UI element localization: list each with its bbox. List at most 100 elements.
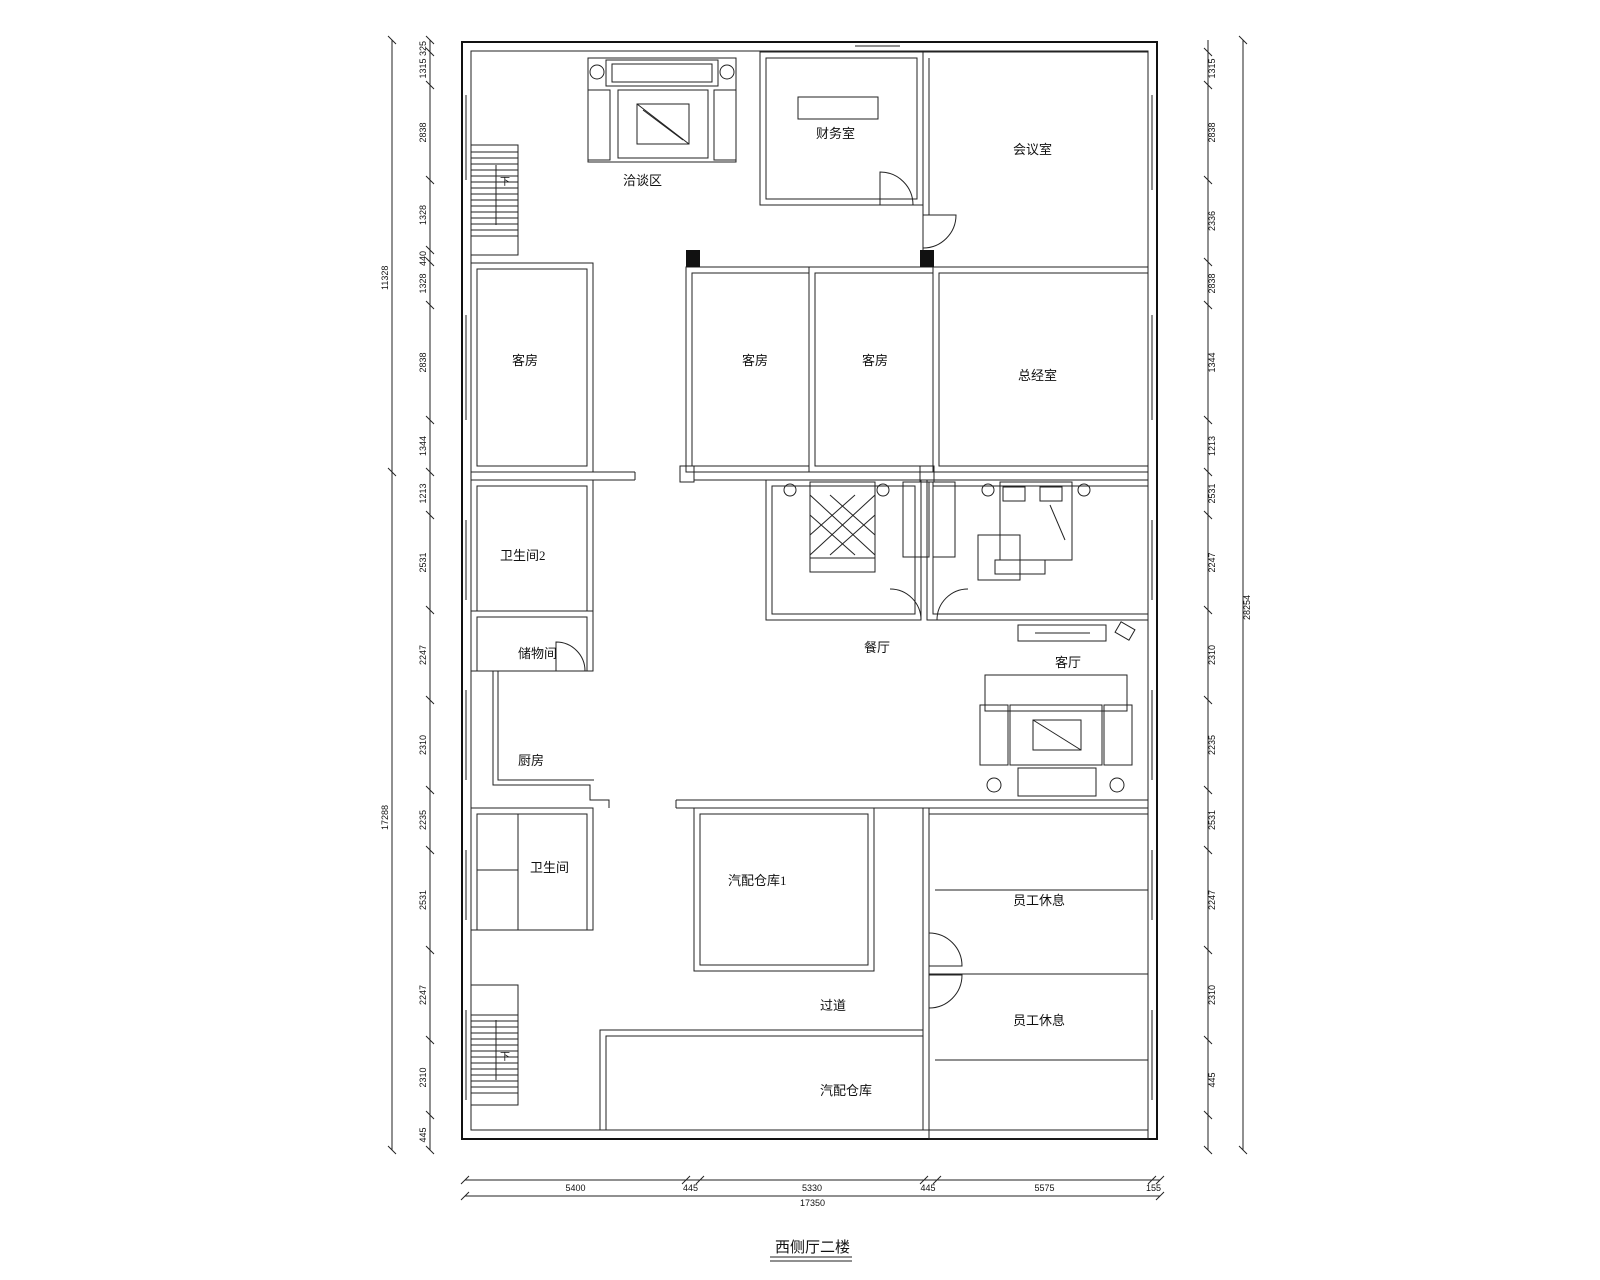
dim-right-inner-7: 2531 xyxy=(1207,483,1217,503)
dim-left-inner-5: 440 xyxy=(418,251,428,266)
dim-left-inner-14: 2531 xyxy=(418,890,428,910)
dim-right-inner-8: 2247 xyxy=(1207,552,1217,572)
label-finance: 财务室 xyxy=(816,126,855,141)
dim-tick xyxy=(681,1175,691,1185)
dim-tick xyxy=(1203,510,1213,520)
dimension-lines xyxy=(387,35,1248,1201)
dim-tick xyxy=(425,35,435,45)
label-guest-b: 客房 xyxy=(742,353,768,368)
label-stair-top: 下 xyxy=(500,177,510,188)
dim-right-inner-14: 445 xyxy=(1207,1072,1217,1087)
dim-tick xyxy=(425,605,435,615)
dim-tick xyxy=(1203,467,1213,477)
sofa-set-reception xyxy=(587,57,737,163)
label-meeting: 会议室 xyxy=(1013,142,1052,157)
dim-tick xyxy=(425,467,435,477)
dim-right-inner-2: 2838 xyxy=(1207,122,1217,142)
dim-left-inner-9: 1213 xyxy=(418,483,428,503)
dim-left-inner-12: 2310 xyxy=(418,735,428,755)
label-stair-bottom: 下 xyxy=(500,1052,510,1063)
dim-left-outer-2: 17288 xyxy=(380,805,390,830)
doors xyxy=(555,171,969,1009)
dim-tick xyxy=(1147,1175,1157,1185)
label-staff-rest-b: 员工休息 xyxy=(1013,1013,1065,1028)
dim-left-inner-15: 2247 xyxy=(418,985,428,1005)
dim-left-inner-6: 1328 xyxy=(418,273,428,293)
dim-left-inner-10: 2531 xyxy=(418,552,428,572)
dim-tick xyxy=(425,175,435,185)
label-storage: 储物间 xyxy=(518,646,557,661)
dim-bottom-6: 155 xyxy=(1146,1183,1161,1193)
dim-tick xyxy=(1203,80,1213,90)
label-reception-area: 洽谈区 xyxy=(623,173,662,188)
dim-tick xyxy=(1203,695,1213,705)
dim-tick xyxy=(425,257,435,267)
dim-tick xyxy=(1155,1175,1165,1185)
bed-2 xyxy=(977,481,1091,581)
dim-right-inner-4: 2838 xyxy=(1207,273,1217,293)
label-toilet: 卫生间 xyxy=(530,860,569,875)
label-toilet-2: 卫生间2 xyxy=(500,548,546,563)
dim-tick xyxy=(387,467,397,477)
dim-tick xyxy=(425,845,435,855)
interior-walls xyxy=(470,51,1149,1140)
dim-tick xyxy=(1203,47,1213,57)
dim-right-outer: 28254 xyxy=(1242,595,1252,620)
dim-left-inner-1: 325 xyxy=(418,41,428,56)
dim-left-outer: 11328 17288 xyxy=(380,266,390,830)
dim-tick xyxy=(425,945,435,955)
finance-desk xyxy=(797,96,879,120)
dim-right-inner-12: 2247 xyxy=(1207,890,1217,910)
label-living: 客厅 xyxy=(1055,655,1081,670)
dim-tick xyxy=(387,35,397,45)
dim-tick xyxy=(1203,1035,1213,1045)
label-parts-warehouse: 汽配仓库 xyxy=(820,1083,872,1098)
dim-tick xyxy=(1203,605,1213,615)
dim-tick xyxy=(1203,415,1213,425)
dim-tick xyxy=(425,80,435,90)
dim-tick xyxy=(425,510,435,520)
dim-tick xyxy=(425,245,435,255)
dim-tick xyxy=(919,1175,929,1185)
dim-right-inner-9: 2310 xyxy=(1207,645,1217,665)
dim-left-inner-3: 2838 xyxy=(418,122,428,142)
label-kitchen: 厨房 xyxy=(518,753,544,768)
dim-tick xyxy=(425,1145,435,1155)
dim-right-inner-6: 1213 xyxy=(1207,436,1217,456)
dim-left-inner-16: 2310 xyxy=(418,1067,428,1087)
dim-tick xyxy=(425,1110,435,1120)
dim-tick xyxy=(1203,1110,1213,1120)
dim-right-inner-11: 2531 xyxy=(1207,810,1217,830)
dim-right-inner-3: 2336 xyxy=(1207,211,1217,231)
dim-right-inner-10: 2235 xyxy=(1207,735,1217,755)
stairs-top xyxy=(470,144,519,256)
label-guest-a: 客房 xyxy=(512,353,538,368)
dim-right-inner-5: 1344 xyxy=(1207,352,1217,372)
dim-right-outer-1: 28254 xyxy=(1242,595,1252,620)
dim-tick xyxy=(425,300,435,310)
label-dining: 餐厅 xyxy=(864,640,890,655)
dim-tick xyxy=(932,1175,942,1185)
dim-left-inner-8: 1344 xyxy=(418,436,428,456)
dim-left-inner: 3251315283813284401328283813441213253122… xyxy=(418,41,428,1143)
dim-bottom-1: 5400 xyxy=(566,1183,586,1193)
dim-tick xyxy=(460,1191,470,1201)
label-office: 总经室 xyxy=(1018,368,1057,383)
dim-tick xyxy=(387,1145,397,1155)
dim-left-inner-17: 445 xyxy=(418,1127,428,1142)
dim-left-inner-13: 2235 xyxy=(418,810,428,830)
dim-bottom-total: 17350 xyxy=(800,1198,825,1208)
dim-tick xyxy=(425,415,435,425)
dim-tick xyxy=(425,47,435,57)
dim-tick xyxy=(1203,845,1213,855)
dim-tick xyxy=(1203,785,1213,795)
dim-left-outer-1: 11328 xyxy=(380,266,390,290)
dim-tick xyxy=(460,1175,470,1185)
dim-right-inner-1: 1315 xyxy=(1207,58,1217,78)
dim-tick xyxy=(1203,300,1213,310)
dim-bottom-5: 5575 xyxy=(1035,1183,1055,1193)
dim-tick xyxy=(1238,1145,1248,1155)
dim-tick xyxy=(695,1175,705,1185)
dim-right-inner-13: 2310 xyxy=(1207,985,1217,1005)
